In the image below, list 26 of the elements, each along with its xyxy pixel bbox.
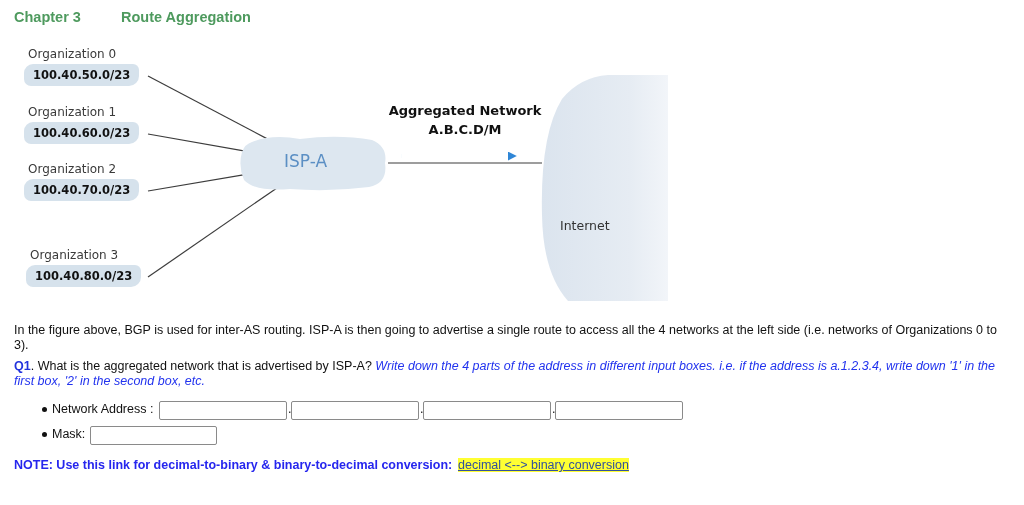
page-title: Route Aggregation bbox=[121, 9, 251, 25]
organization-name: Organization 2 bbox=[28, 162, 117, 176]
chapter-label: Chapter 3 bbox=[14, 9, 81, 25]
node-label: Internet bbox=[560, 218, 610, 233]
conversion-link: decimal <--> binary conversion bbox=[458, 458, 629, 472]
cloud-shape bbox=[540, 75, 668, 301]
prefix-tag: 100.40.60.0/23 bbox=[24, 122, 140, 144]
field-label: Network Address : bbox=[52, 402, 154, 417]
address-separator: . bbox=[420, 402, 424, 417]
prefix-tag: 100.40.50.0/23 bbox=[24, 64, 140, 86]
organization-name: Organization 0 bbox=[28, 47, 117, 61]
paragraph: In the figure above, BGP is used for inter-AS routing. ISP-A is then going to advertise a single route to access all the 4 networks at the left side (i.e. networks of Organizations 0 to 3). bbox=[14, 323, 998, 353]
connector-line bbox=[147, 133, 246, 152]
prefix-tag: 100.40.70.0/23 bbox=[24, 179, 140, 201]
cloud-shape bbox=[238, 135, 388, 191]
node-label: ISP-A bbox=[284, 151, 328, 171]
organization-name: Organization 1 bbox=[28, 105, 117, 119]
address-separator: . bbox=[552, 402, 556, 417]
note-text: NOTE: Use this link for decimal-to-binary & binary-to-decimal conversion: bbox=[14, 458, 453, 472]
organization-name: Organization 3 bbox=[30, 248, 119, 262]
edge-label: Aggregated Network A.B.C.D/M bbox=[387, 102, 543, 139]
address-separator: . bbox=[288, 402, 292, 417]
question-text: Q1. What is the aggregated network that is advertised by ISP-A? Write down the 4 parts of the address in different input boxes. i.e. if the address is a.1.2.3.4, write down '1' in the first box, '2' in the second box, etc. bbox=[14, 359, 996, 389]
field-label: Mask: bbox=[52, 427, 86, 442]
connector-line bbox=[387, 162, 543, 164]
prefix-tag: 100.40.80.0/23 bbox=[26, 265, 142, 287]
